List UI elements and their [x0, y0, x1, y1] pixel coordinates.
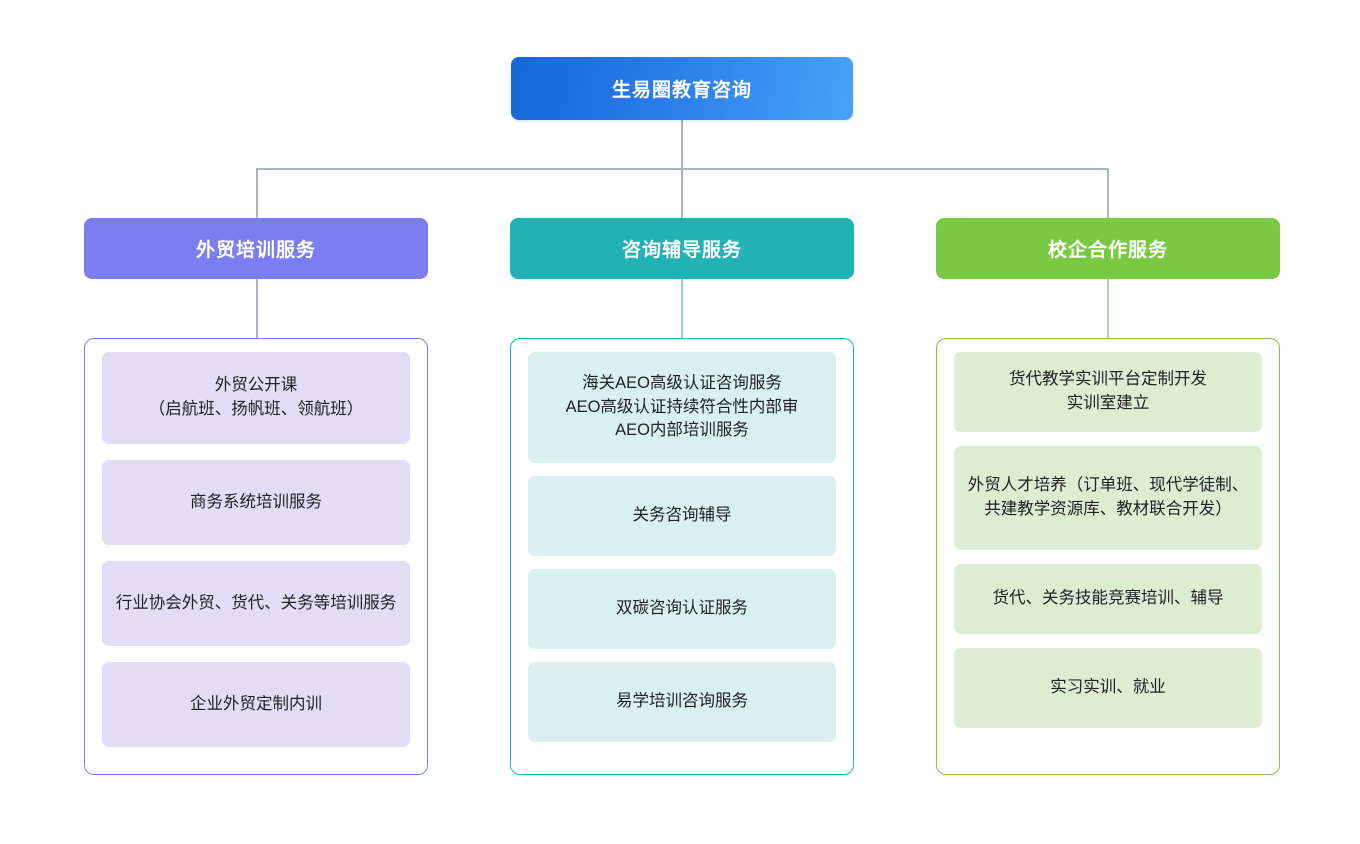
branch-panel-cooperation: 货代教学实训平台定制开发 实训室建立 外贸人才培养（订单班、现代学徒制、共建教学…	[936, 338, 1280, 775]
service-item[interactable]: 关务咨询辅导	[528, 476, 836, 556]
root-node-label: 生易圈教育咨询	[611, 80, 752, 101]
branch-header-label: 外贸培训服务	[195, 240, 316, 261]
connector-horizontal-bus	[256, 168, 1108, 170]
connector-drop-consulting	[681, 168, 683, 219]
connector-root-stem	[681, 120, 683, 169]
service-item[interactable]: 商务系统培训服务	[102, 460, 410, 545]
branch-panel-consulting: 海关AEO高级认证咨询服务 AEO高级认证持续符合性内部审 AEO内部培训服务 …	[510, 338, 854, 775]
connector-stem-training	[256, 279, 258, 339]
service-item[interactable]: 行业协会外贸、货代、关务等培训服务	[102, 561, 410, 646]
branch-header-training[interactable]: 外贸培训服务	[84, 218, 428, 279]
branch-header-cooperation[interactable]: 校企合作服务	[936, 218, 1280, 279]
branch-panel-training: 外贸公开课 （启航班、扬帆班、领航班） 商务系统培训服务 行业协会外贸、货代、关…	[84, 338, 428, 775]
service-item[interactable]: 易学培训咨询服务	[528, 662, 836, 742]
service-item[interactable]: 实习实训、就业	[954, 648, 1262, 728]
connector-stem-cooperation	[1107, 279, 1109, 339]
branch-header-consulting[interactable]: 咨询辅导服务	[510, 218, 854, 279]
service-item[interactable]: 货代教学实训平台定制开发 实训室建立	[954, 352, 1262, 432]
connector-drop-cooperation	[1107, 168, 1109, 219]
branch-header-label: 咨询辅导服务	[621, 240, 742, 261]
service-item[interactable]: 企业外贸定制内训	[102, 662, 410, 747]
service-item[interactable]: 外贸公开课 （启航班、扬帆班、领航班）	[102, 352, 410, 444]
service-item[interactable]: 货代、关务技能竞赛培训、辅导	[954, 564, 1262, 634]
service-item[interactable]: 海关AEO高级认证咨询服务 AEO高级认证持续符合性内部审 AEO内部培训服务	[528, 352, 836, 463]
service-item[interactable]: 外贸人才培养（订单班、现代学徒制、共建教学资源库、教材联合开发）	[954, 446, 1262, 550]
service-item[interactable]: 双碳咨询认证服务	[528, 569, 836, 649]
branch-header-label: 校企合作服务	[1047, 240, 1168, 261]
connector-drop-training	[256, 168, 258, 219]
connector-stem-consulting	[681, 279, 683, 339]
root-node[interactable]: 生易圈教育咨询	[511, 57, 853, 120]
